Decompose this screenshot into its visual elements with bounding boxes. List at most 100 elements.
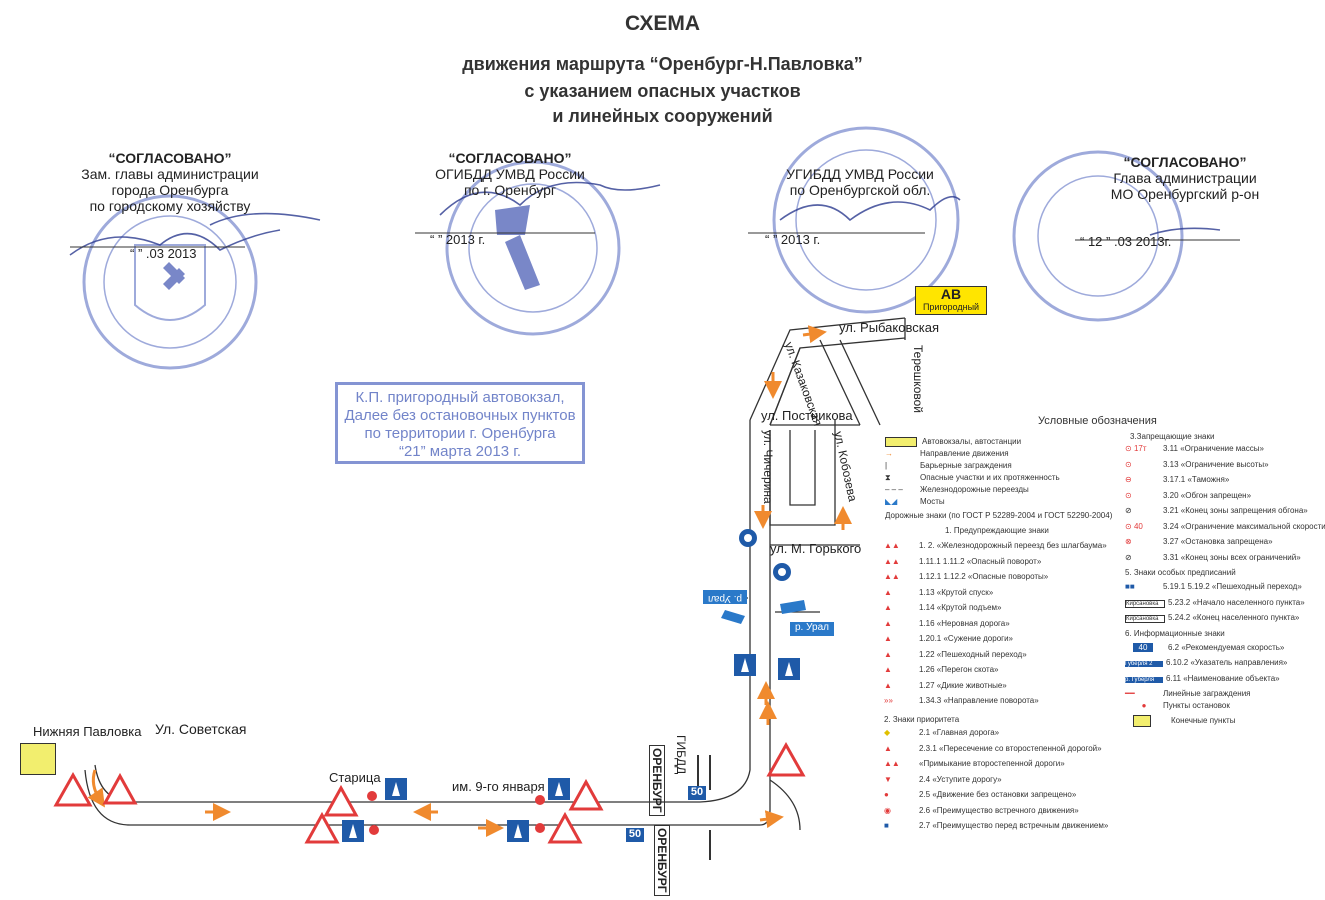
- linear-structures-icon: ━━: [1125, 689, 1135, 698]
- stamp-line: по территории г. Оренбурга: [364, 425, 556, 442]
- signature-3: [779, 195, 961, 222]
- legend-item: ▲1.26 «Перегон скота»: [884, 665, 999, 674]
- height-limit-icon: ⊙: [1125, 459, 1132, 469]
- warning-sign-icon: ▲: [884, 680, 892, 690]
- stamp-line: К.П. пригородный автовокзал,: [355, 389, 565, 406]
- subtitle-line-3: и линейных сооружений: [552, 106, 773, 126]
- legend-item: ▲▲«Примыкание второстепенной дороги»: [884, 759, 1065, 768]
- warning-sign-icon: [53, 771, 93, 807]
- street-rybakovskaya: ул. Рыбаковская: [839, 320, 939, 335]
- end-no-overtaking-icon: ⊘: [1125, 506, 1132, 515]
- stop-point-icon: [367, 791, 377, 801]
- stamp-line: “21” марта 2013 г.: [398, 443, 522, 460]
- river-sign: р. Урал: [790, 622, 834, 636]
- approval-line: УГИБДД УМВД России: [786, 166, 934, 182]
- place-nizhnyaya-pavlovka: Нижняя Павловка: [33, 724, 142, 739]
- subtitle-line-1: движения маршрута “Оренбург-Н.Павловка”: [462, 54, 863, 74]
- legend-item: ━━Линейные заграждения: [1125, 689, 1251, 698]
- bridge-icon: ◣◢: [885, 497, 898, 506]
- object-name-icon: р. Губерля: [1125, 676, 1163, 683]
- legend-item: ⊘3.31 «Конец зоны всех ограничений»: [1125, 552, 1301, 562]
- legend-item: ◉2.6 «Преимущество встречного движения»: [884, 805, 1079, 815]
- street-postnikova: ул. Постникова: [761, 408, 853, 423]
- street-gorkogo: ул. М. Горького: [770, 541, 862, 556]
- warning-sign-icon: ▲: [884, 634, 892, 643]
- stop-sign-icon: ●: [884, 790, 889, 799]
- legend-heading: 1. Предупреждающие знаки: [945, 526, 1049, 535]
- approval-line: по городскому хозяйству: [89, 198, 251, 214]
- approval-date: “ ” 2013 г.: [765, 232, 821, 247]
- legend-item: »»1.34.3 «Направление поворота»: [884, 696, 1039, 705]
- speed-sign: 50: [688, 786, 706, 800]
- place-staritsa: Старица: [329, 770, 381, 785]
- intersection-icon: ▲: [884, 743, 892, 753]
- approval-block-city: “СОГЛАСОВАНО” Зам. главы администрации г…: [60, 150, 280, 214]
- street-tereshkovoy: Терешковой: [911, 345, 925, 413]
- approval-block-ogibdd: “СОГЛАСОВАНО” ОГИБДД УМВД России по г. О…: [410, 150, 610, 198]
- approval-line: ОГИБДД УМВД России: [435, 166, 585, 182]
- recommended-speed-icon: 40: [1133, 642, 1153, 652]
- signature-2: [439, 181, 661, 216]
- danger-zone-icon: ⧗: [885, 473, 891, 482]
- oncoming-priority-icon: ◉: [884, 805, 891, 815]
- stamp-admin-city: [82, 194, 258, 370]
- road-main-top: [94, 420, 751, 803]
- customs-icon: ⊖: [1125, 475, 1132, 484]
- speed-limit-icon: ⊙ 40: [1125, 521, 1143, 531]
- approval-date: “ 12 ” .03 2013г.: [1080, 234, 1172, 249]
- legend-item: →Направление движения: [885, 449, 1009, 458]
- legend-heading: 5. Знаки особых предписаний: [1125, 568, 1236, 577]
- mass-limit-icon: ⊙ 17т: [1125, 444, 1147, 453]
- yield-icon: ▼: [884, 774, 892, 784]
- stamp-umvd: [445, 160, 621, 336]
- approval-line: МО Оренбургский р-он: [1110, 186, 1260, 202]
- legend-item: ▲1.13 «Крутой спуск»: [884, 587, 994, 597]
- legend-item: Конечные пункты: [1125, 715, 1320, 729]
- end-restrictions-icon: ⊘: [1125, 552, 1132, 562]
- stamp-emblem-mark: [495, 205, 540, 290]
- direction-arrow-icon: →: [885, 449, 893, 458]
- town-start-icon: Кирсановка: [1125, 599, 1165, 608]
- legend-item: ⊖3.17.1 «Таможня»: [1125, 475, 1230, 484]
- approval-block-ugibdd: УГИБДД УМВД России по Оренбургской обл.: [760, 166, 960, 198]
- city-sign-orenburg: ОРЕНБУРГ: [654, 825, 670, 896]
- approval-line: Глава администрации: [1113, 170, 1257, 186]
- warning-sign-icon: ▲: [884, 587, 892, 597]
- place-im9: им. 9-го января: [452, 779, 545, 794]
- legend-item: ●Пункты остановок: [1125, 701, 1320, 715]
- approval-heading: “СОГЛАСОВАНО”: [108, 150, 232, 166]
- speed-sign: 50: [626, 828, 644, 842]
- stamp-ugibdd: [772, 126, 960, 314]
- legend-heading: 2. Знаки приоритета: [884, 714, 960, 724]
- warning-sign-icon: ▲▲: [884, 541, 900, 550]
- legend-item: ■■5.19.1 5.19.2 «Пешеходный переход»: [1125, 582, 1302, 591]
- legend-item: – – –Железнодорожные переезды: [885, 485, 1029, 494]
- legend-item: ■2.7 «Преимущество перед встречным движе…: [884, 821, 1109, 830]
- legend-item: ▼2.4 «Уступите дорогу»: [884, 774, 1002, 784]
- no-stopping-icon: ⊗: [1125, 537, 1132, 546]
- legend-item: Автовокзалы, автостанции: [885, 437, 1125, 449]
- legend-item: ▲1.16 «Неровная дорога»: [884, 618, 1010, 628]
- main-road-icon: ◆: [884, 728, 891, 737]
- signature-4: [1149, 227, 1221, 236]
- stamp-mo-orenburg: [1012, 150, 1184, 322]
- street-sovetskaya: Ул. Советская: [155, 721, 247, 737]
- warning-sign-icon: ▲: [884, 649, 892, 659]
- subtitle-line-2: с указанием опасных участков: [524, 81, 801, 101]
- legend-item: ▲1.14 «Крутой подъем»: [884, 603, 1002, 612]
- city-sign-orenburg: ОРЕНБУРГ: [649, 745, 665, 816]
- signature-1: [69, 229, 281, 256]
- approval-block-mo: “СОГЛАСОВАНО” Глава администрации МО Оре…: [1085, 154, 1285, 202]
- legend-item: ⧗Опасные участки и их протяженность: [885, 473, 1060, 482]
- legend-item: ⊙3.13 «Ограничение высоты»: [1125, 459, 1269, 469]
- legend-item: ▲▲1. 2. «Железнодорожный переезд без шла…: [884, 541, 1107, 550]
- legend-heading: 3.Запрещающие знаки: [1130, 432, 1215, 441]
- gibdd-post: ГИБДД: [674, 735, 688, 775]
